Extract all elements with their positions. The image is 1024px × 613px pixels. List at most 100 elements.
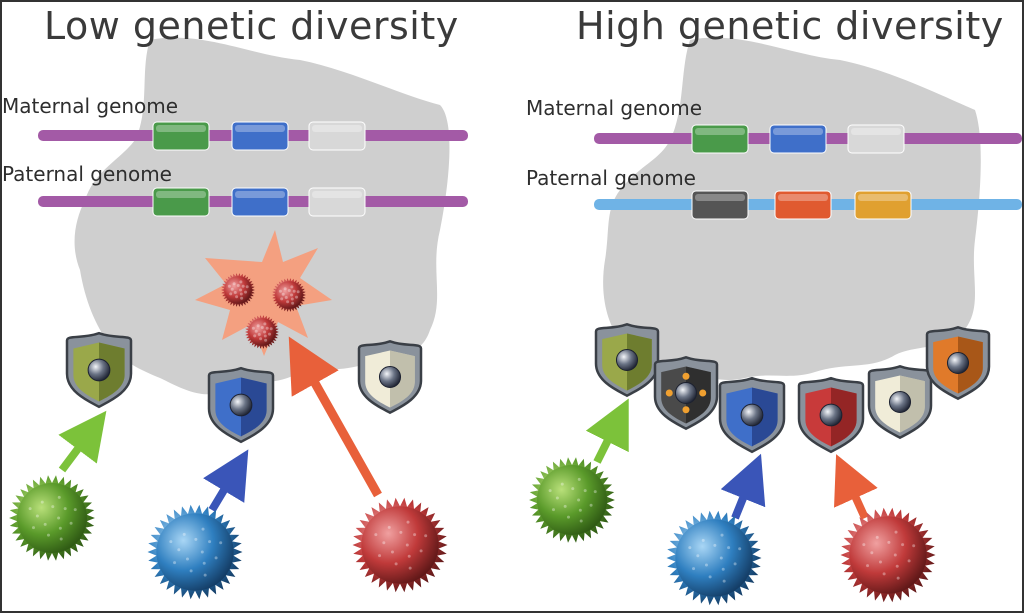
burst-particle-3-body bbox=[248, 318, 276, 346]
shield-stud bbox=[682, 372, 690, 380]
virus-dot bbox=[408, 566, 412, 570]
virus-dot bbox=[571, 487, 575, 491]
virus-dot bbox=[239, 292, 243, 296]
virus-dot bbox=[281, 292, 285, 296]
virus-dot bbox=[253, 334, 257, 338]
infection-burst bbox=[195, 230, 332, 356]
virus-dot bbox=[290, 297, 294, 301]
virus-dot bbox=[720, 533, 724, 537]
virus-dot bbox=[291, 301, 295, 305]
virus-dot bbox=[721, 567, 725, 571]
virus-dot bbox=[28, 507, 32, 511]
green-shield-left bbox=[65, 331, 133, 409]
virus-dot bbox=[577, 477, 581, 481]
virus-dot bbox=[264, 338, 268, 342]
blue-arrow-right bbox=[720, 453, 766, 520]
virus-dot bbox=[268, 332, 272, 336]
virus-dot bbox=[551, 508, 555, 512]
virus-dot bbox=[692, 567, 696, 571]
gene-highlight bbox=[851, 128, 901, 135]
virus-dot bbox=[35, 514, 39, 518]
shield-shade bbox=[241, 377, 267, 437]
virus-dot bbox=[901, 543, 905, 547]
gene-block-left-maternal-1 bbox=[152, 121, 210, 151]
virus-dot bbox=[733, 562, 737, 566]
virus-dot bbox=[200, 550, 204, 554]
virus-dot bbox=[263, 334, 267, 338]
virus-dot bbox=[394, 562, 398, 566]
shield-boss bbox=[378, 365, 402, 389]
virus-dot bbox=[233, 291, 237, 295]
virus-dot bbox=[73, 508, 77, 512]
virus-dot bbox=[589, 503, 593, 507]
virus-dot bbox=[866, 564, 870, 568]
virus-dot bbox=[235, 295, 239, 299]
virus-dot bbox=[203, 573, 207, 577]
gene-highlight bbox=[312, 191, 362, 198]
virus-dot bbox=[230, 287, 234, 291]
maternal-genome-label-right: Maternal genome bbox=[526, 96, 703, 120]
virus-dot bbox=[194, 537, 198, 541]
dark-shield-right bbox=[653, 356, 719, 431]
virus-dot bbox=[413, 533, 417, 537]
virus-dot bbox=[895, 564, 899, 568]
virus-dot bbox=[287, 288, 291, 292]
virus-dot bbox=[870, 551, 874, 555]
red-arrow-left bbox=[288, 336, 382, 498]
virus-dot bbox=[704, 563, 708, 567]
shield-shade bbox=[958, 336, 983, 394]
shield-stud bbox=[682, 406, 690, 414]
gene-highlight bbox=[235, 125, 285, 132]
virus-dot bbox=[40, 500, 44, 504]
red-virus-left bbox=[352, 497, 448, 593]
virus-dot bbox=[257, 333, 261, 337]
shield-boss bbox=[888, 390, 912, 414]
gene-block-left-paternal-2 bbox=[231, 187, 289, 217]
virus-dot bbox=[296, 290, 300, 294]
virus-dot bbox=[577, 498, 581, 502]
virus-dot bbox=[583, 489, 587, 493]
burst-particle-3 bbox=[245, 315, 279, 349]
green-arrow-right bbox=[585, 398, 629, 464]
virus-dot bbox=[727, 546, 731, 550]
gene-block-right-paternal-2 bbox=[774, 190, 832, 220]
gene-highlight bbox=[858, 194, 908, 201]
gene-block-right-paternal-1 bbox=[691, 190, 749, 220]
virus-dot bbox=[424, 534, 428, 538]
shield-shade bbox=[686, 366, 711, 424]
shield-shade bbox=[390, 350, 415, 408]
gene-highlight bbox=[778, 194, 828, 201]
gene-highlight bbox=[235, 191, 285, 198]
virus-dot bbox=[265, 326, 269, 330]
maternal-genome-label-left: Maternal genome bbox=[2, 94, 179, 118]
gene-block-right-paternal-3 bbox=[854, 190, 912, 220]
virus-dot bbox=[578, 508, 582, 512]
shield-stud bbox=[699, 389, 707, 397]
virus-dot bbox=[236, 283, 240, 287]
virus-dot bbox=[563, 504, 567, 508]
virus-dot bbox=[862, 543, 866, 547]
virus-dot bbox=[579, 519, 583, 523]
virus-dot bbox=[878, 560, 882, 564]
virus-dot bbox=[887, 540, 891, 544]
paternal-genome-label-left: Paternal genome bbox=[2, 162, 172, 186]
virus-dot bbox=[69, 521, 73, 525]
virus-dot bbox=[240, 296, 244, 300]
virus-dot bbox=[185, 557, 189, 561]
burst-particle-1 bbox=[221, 273, 255, 307]
blue-virus-right-body bbox=[675, 519, 753, 597]
virus-dot bbox=[406, 520, 410, 524]
shield-shade bbox=[900, 375, 925, 433]
virus-dot bbox=[280, 297, 284, 301]
virus-dot bbox=[58, 526, 62, 530]
virus-dot bbox=[189, 569, 193, 573]
virus-dot bbox=[719, 556, 723, 560]
white-shield-right bbox=[867, 365, 933, 440]
shield-shade bbox=[99, 342, 125, 402]
blue-arrow-left bbox=[203, 449, 249, 513]
gene-block-left-maternal-3 bbox=[308, 121, 366, 151]
virus-dot bbox=[263, 322, 267, 326]
virus-dot bbox=[292, 289, 296, 293]
shield-boss bbox=[946, 351, 970, 375]
